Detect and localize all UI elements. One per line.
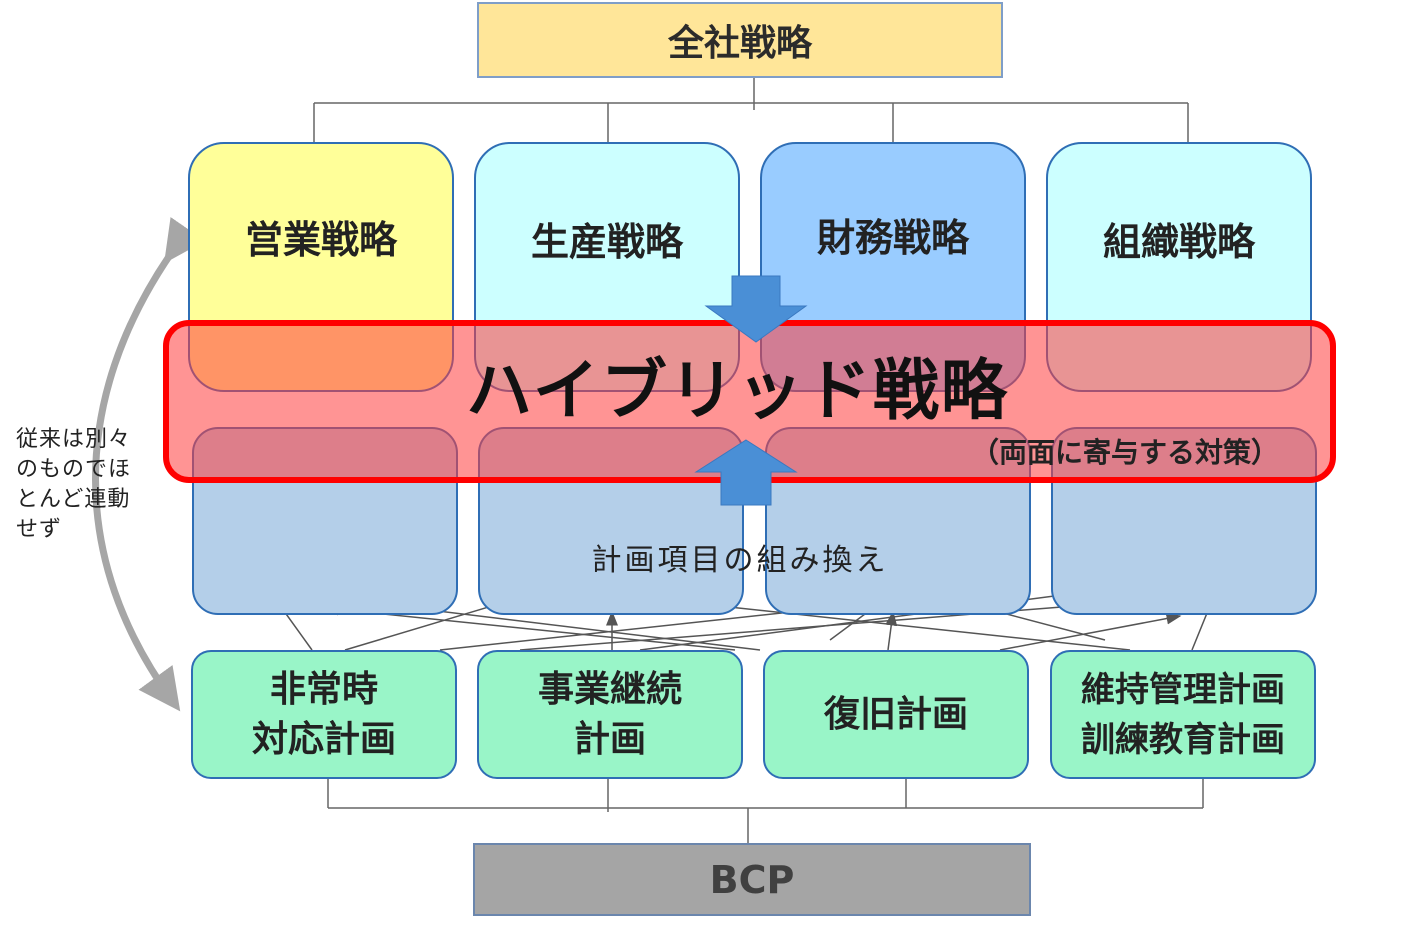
recovery-plan-card: 復旧計画: [763, 650, 1029, 779]
emergency-response-plan-card: 非常時 対応計画: [191, 650, 457, 779]
bcp-box: BCP: [473, 843, 1031, 916]
top-connector-tree: [313, 40, 1189, 142]
sales-strategy-label: 営業戦略: [244, 217, 397, 262]
business-continuity-plan-label: 事業継続 計画: [537, 668, 682, 760]
production-strategy-label: 生産戦略: [530, 219, 683, 264]
bidirectional-arrow: [92, 217, 206, 712]
rearrange-label: 計画項目の組み換え: [591, 543, 889, 578]
hybrid-strategy-subtitle: （両面に寄与する対策）: [970, 436, 1279, 469]
recovery-plan-label: 復旧計画: [823, 693, 968, 735]
company-strategy-box: 全社戦略: [477, 2, 1003, 78]
company-strategy-label: 全社戦略: [667, 23, 812, 64]
down-arrow: [704, 275, 808, 343]
finance-strategy-label: 財務戦略: [816, 215, 969, 260]
business-continuity-plan-card: 事業継続 計画: [477, 650, 743, 779]
bottom-connector-tree: [327, 779, 1204, 843]
maintenance-training-plan-label: 維持管理計画 訓練教育計画: [1081, 669, 1285, 760]
organization-strategy-label: 組織戦略: [1102, 219, 1255, 264]
side-note: 従来は別々 のものでほ とんど連動 せず: [16, 427, 132, 542]
up-arrow: [694, 439, 798, 506]
maintenance-training-plan-card: 維持管理計画 訓練教育計画: [1050, 650, 1316, 779]
hybrid-strategy-title: ハイブリッド戦略: [466, 352, 1009, 429]
bcp-label: BCP: [709, 857, 795, 902]
emergency-response-plan-label: 非常時 対応計画: [251, 668, 396, 760]
